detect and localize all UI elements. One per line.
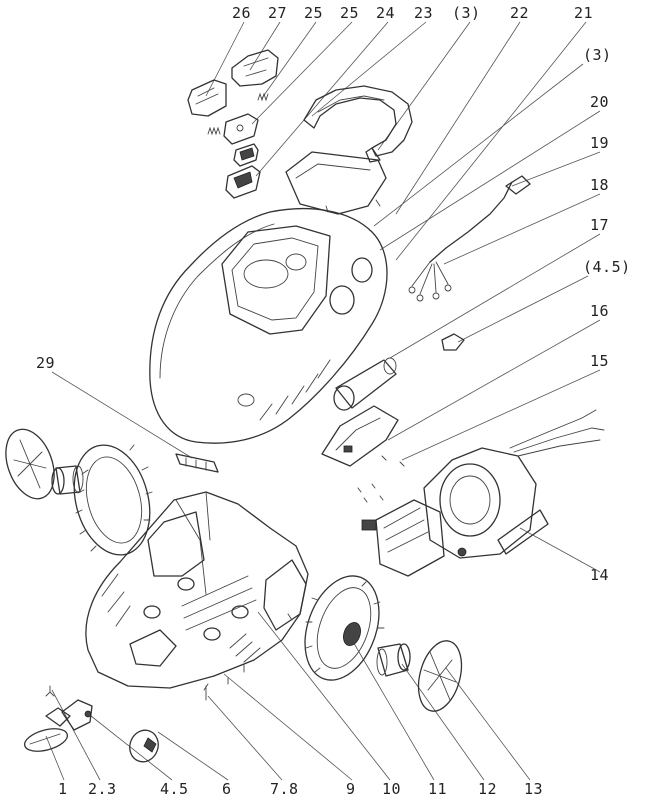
label-25b: 25	[340, 4, 359, 22]
leader-lines	[45, 21, 601, 781]
label-23: 23	[414, 4, 433, 22]
wheel-right	[304, 575, 385, 681]
switch	[225, 143, 261, 199]
base-frame	[85, 491, 309, 689]
label-10: 10	[382, 780, 401, 798]
wheel-left	[73, 444, 153, 556]
label-19: 19	[590, 134, 609, 152]
hubcap-left	[5, 428, 55, 500]
small-clip	[441, 333, 465, 351]
power-cable	[408, 175, 531, 302]
label-15: 15	[590, 352, 609, 370]
label-4-5-bottom: 4.5	[160, 780, 189, 798]
label-20: 20	[590, 93, 609, 111]
bushing-left	[51, 465, 84, 495]
label-11: 11	[428, 780, 447, 798]
label-22: 22	[510, 4, 529, 22]
label-24: 24	[376, 4, 395, 22]
label-6: 6	[222, 780, 232, 798]
knob	[129, 729, 159, 763]
motor-pump	[361, 409, 605, 577]
label-1: 1	[58, 780, 68, 798]
capacitor-bracket	[321, 405, 399, 467]
label-13: 13	[524, 780, 543, 798]
label-21: 21	[574, 4, 593, 22]
foot-pad	[23, 728, 69, 752]
label-14: 14	[590, 566, 609, 584]
screws	[357, 455, 405, 503]
label-3-right: (3)	[583, 46, 612, 64]
label-9: 9	[346, 780, 356, 798]
hubcap-right	[417, 640, 463, 712]
filter-strip	[175, 453, 219, 473]
handle	[303, 85, 413, 163]
valve	[61, 699, 93, 731]
label-4-5-right: (4.5)	[583, 258, 631, 276]
label-3-top: (3)	[452, 4, 481, 22]
switch-plate	[223, 113, 259, 145]
capacitor	[333, 357, 397, 411]
label-26: 26	[232, 4, 251, 22]
label-12: 12	[478, 780, 497, 798]
springs	[207, 92, 269, 136]
latch-cap	[187, 79, 227, 117]
label-27: 27	[268, 4, 287, 22]
cover-clip	[231, 49, 279, 87]
label-2-3: 2.3	[88, 780, 117, 798]
bushing-right	[376, 643, 411, 677]
hose-fitting	[45, 685, 71, 727]
label-17: 17	[590, 216, 609, 234]
label-18: 18	[590, 176, 609, 194]
screw-small	[203, 683, 209, 701]
label-25a: 25	[304, 4, 323, 22]
label-16: 16	[590, 302, 609, 320]
top-housing	[149, 207, 388, 444]
label-29: 29	[36, 354, 55, 372]
label-7-8: 7.8	[270, 780, 299, 798]
